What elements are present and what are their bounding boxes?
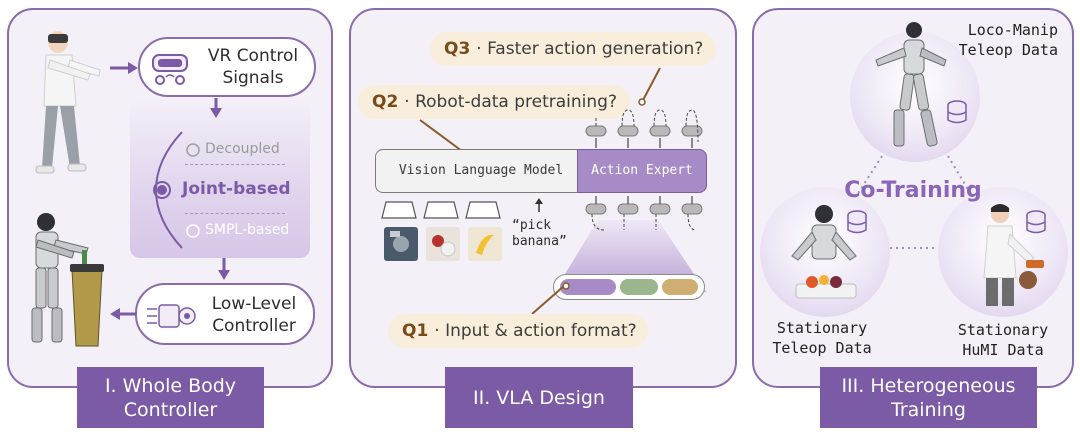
stationary-teleop-caption-line1: Stationary [776, 319, 868, 337]
section-label-2-text: II. VLA Design [473, 386, 605, 409]
option-divider-1 [185, 164, 285, 165]
vr-box-label-line1: VR Control [207, 46, 299, 66]
ll-box-label: Low-Level Controller [199, 293, 309, 337]
stationary-humi-caption-line1: Stationary [957, 321, 1049, 339]
loco-manip-caption-line2: Teleop Data [958, 41, 1058, 59]
q3-connector [638, 67, 661, 106]
instruction-arrow [535, 198, 543, 212]
instruction-line1: “pick [512, 218, 552, 233]
section-label-1-line2: Controller [123, 398, 218, 421]
humanoid-robot-bin-figure [31, 213, 104, 347]
q1-tag: Q1 [402, 321, 429, 341]
instruction-line2: banana” [512, 234, 567, 249]
action-expert-block [577, 149, 707, 193]
q1-text: · Input & action format? [434, 321, 637, 341]
q3-text: · Faster action generation? [476, 39, 704, 59]
options-bracket [154, 131, 183, 249]
human-demonstrator-figure [983, 204, 1044, 306]
vr-box-label: VR Control Signals [198, 45, 308, 89]
question-q3-pill: Q3 · Faster action generation? [430, 32, 716, 66]
question-q1-pill: Q1 · Input & action format? [388, 314, 648, 348]
section-label-vla-design: II. VLA Design [445, 367, 633, 428]
stationary-humi-caption: Stationary HuMI Data [940, 320, 1066, 360]
section-label-whole-body-controller: I. Whole Body Controller [77, 367, 264, 428]
loop-arrows-top [595, 138, 693, 148]
action-expert-label: Action Expert [591, 163, 693, 178]
q3-tag: Q3 [444, 39, 471, 59]
stationary-humi-caption-line2: HuMI Data [962, 341, 1044, 359]
arrow-to-robot [110, 308, 136, 320]
database-icon-right [1026, 210, 1046, 234]
option-divider-2 [185, 213, 285, 214]
vr-box-label-line2: Signals [222, 68, 284, 88]
q2-text: · Robot-data pretraining? [404, 92, 617, 112]
database-icon-left [847, 210, 867, 234]
section-label-3-line2: Training [891, 398, 966, 421]
token-purple [560, 279, 616, 295]
low-level-controller-box: Low-Level Controller [135, 283, 315, 345]
option-smpl-based: SMPL-based [205, 222, 290, 238]
section-label-1-line1: I. Whole Body [104, 374, 237, 397]
denoise-loops [585, 109, 703, 143]
camera-image-3 [468, 227, 502, 261]
vlm-label: Vision Language Model [398, 163, 564, 178]
vr-control-box: VR Control Signals [138, 37, 316, 97]
radio-joint-icon [153, 181, 171, 199]
camera-image-2 [426, 227, 460, 261]
option-joint-based: Joint-based [182, 179, 291, 199]
q1-connector [531, 282, 570, 315]
cotraining-title: Co-Training [844, 178, 982, 203]
arrow-down-1 [210, 98, 222, 118]
section-label-3-line1: III. Heterogeneous [841, 374, 1016, 397]
language-instruction: “pick banana” [512, 218, 567, 250]
vlm-block [375, 149, 587, 193]
noisy-action-tokens [585, 196, 703, 231]
stationary-teleop-caption-line2: Teleop Data [772, 339, 872, 357]
camera-image-1 [384, 227, 418, 261]
q2-tag: Q2 [372, 92, 399, 112]
token-tan [662, 279, 698, 295]
loco-manip-caption: Loco-Manip Teleop Data [940, 20, 1058, 60]
section-label-heterogeneous-training: III. Heterogeneous Training [820, 367, 1037, 428]
image-token-row [381, 201, 501, 219]
stationary-robot-figure [791, 205, 857, 299]
arrow-down-2 [218, 258, 230, 280]
radio-decoupled-icon [186, 143, 200, 157]
database-icon-top [947, 100, 967, 124]
motor-icon [147, 304, 196, 328]
radio-smpl-icon [186, 224, 200, 238]
ll-box-label-line1: Low-Level [211, 294, 297, 314]
arrow-to-vr-box [110, 62, 138, 74]
loco-manip-caption-line1: Loco-Manip [967, 21, 1058, 39]
options-band [130, 98, 310, 258]
vr-headset-icon [152, 54, 188, 85]
option-decoupled: Decoupled [205, 141, 280, 157]
vr-operator-figure [35, 31, 101, 174]
stationary-teleop-caption: Stationary Teleop Data [758, 318, 886, 358]
question-q2-pill: Q2 · Robot-data pretraining? [358, 85, 630, 119]
token-green [620, 279, 658, 295]
walking-robot-figure [875, 22, 947, 147]
ll-box-label-line2: Controller [212, 316, 296, 336]
